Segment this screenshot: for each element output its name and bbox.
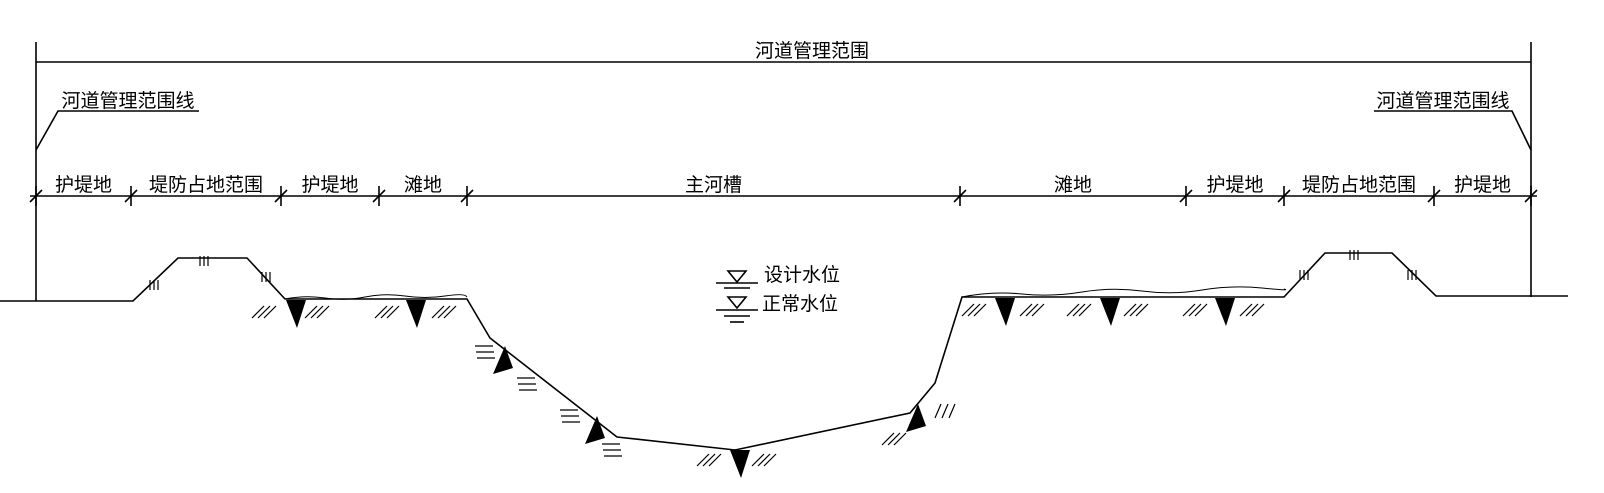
hatch-line	[1072, 303, 1086, 317]
hatch-line	[1245, 303, 1259, 317]
hatch-line	[973, 303, 987, 317]
hatch-line	[380, 305, 394, 319]
hatch-line	[941, 403, 949, 419]
segment-label: 护堤地	[55, 174, 112, 196]
hatch-line	[763, 453, 777, 467]
dimension-ticks	[29, 186, 1538, 206]
vegetation-mark	[406, 300, 426, 328]
hatch-line	[1078, 303, 1092, 317]
hatch-line	[708, 453, 722, 467]
left-floodplain-surface	[284, 294, 468, 300]
hatch-line	[1188, 303, 1202, 317]
hatch-line	[310, 305, 324, 319]
segment-label: 滩地	[1054, 174, 1092, 196]
hatch-line	[881, 432, 895, 446]
left-boundary-label: 河道管理范围线	[61, 90, 194, 112]
hatch-line	[263, 305, 277, 319]
vegetation-marks	[286, 298, 1235, 478]
hatch-line	[304, 305, 318, 319]
normal-water-level-icon	[716, 296, 758, 323]
hatch-line	[967, 303, 981, 317]
segment-label: 滩地	[404, 174, 442, 196]
hatch-line	[934, 403, 942, 419]
soil-hatching	[149, 250, 1417, 467]
hatch-line	[1194, 303, 1208, 317]
hatch-line	[1251, 303, 1265, 317]
right-floodplain-surface	[961, 286, 1287, 298]
hatch-line	[893, 432, 907, 446]
hatch-line	[1135, 303, 1149, 317]
right-boundary-label: 河道管理范围线	[1376, 90, 1509, 112]
vegetation-mark	[906, 404, 926, 432]
hatch-line	[1031, 303, 1045, 317]
vegetation-mark	[1100, 298, 1120, 326]
hatch-line	[1129, 303, 1143, 317]
management-range-title: 河道管理范围	[755, 40, 869, 62]
segment-labels: 护堤地 堤防占地范围 护堤地 滩地 主河槽 滩地 护堤地 堤防占地范围 护堤地	[55, 174, 1511, 196]
right-label-leader	[1374, 110, 1532, 151]
hatch-line	[257, 305, 271, 319]
hatch-line	[386, 305, 400, 319]
hatch-line	[316, 305, 330, 319]
hatch-line	[251, 305, 265, 319]
hatch-line	[757, 453, 771, 467]
hatch-line	[961, 303, 975, 317]
vegetation-mark	[995, 298, 1015, 326]
hatch-line	[1123, 303, 1137, 317]
hatch-line	[1019, 303, 1033, 317]
hatch-line	[1182, 303, 1196, 317]
segment-label: 主河槽	[685, 174, 742, 196]
hatch-line	[443, 305, 457, 319]
design-water-level-icon	[716, 270, 758, 289]
segment-label: 堤防占地范围	[1302, 174, 1416, 196]
hatch-line	[887, 432, 901, 446]
hatch-line	[751, 453, 765, 467]
hatch-line	[431, 305, 445, 319]
design-water-level-label: 设计水位	[764, 264, 840, 286]
vegetation-mark	[730, 450, 750, 478]
segment-label: 护堤地	[1454, 174, 1511, 196]
hatch-line	[1239, 303, 1253, 317]
normal-water-level-label: 正常水位	[762, 293, 838, 315]
segment-label: 护堤地	[1206, 174, 1263, 196]
hatch-line	[948, 403, 956, 419]
vegetation-mark	[493, 346, 513, 374]
hatch-line	[702, 453, 716, 467]
vegetation-mark	[585, 416, 605, 444]
hatch-line	[1025, 303, 1039, 317]
hatch-line	[437, 305, 451, 319]
left-label-leader	[35, 110, 199, 151]
vegetation-mark	[286, 300, 306, 328]
segment-label: 堤防占地范围	[149, 174, 263, 196]
segment-label: 护堤地	[301, 174, 358, 196]
hatch-line	[1066, 303, 1080, 317]
vegetation-mark	[1215, 298, 1235, 326]
hatch-line	[374, 305, 388, 319]
hatch-line	[696, 453, 710, 467]
